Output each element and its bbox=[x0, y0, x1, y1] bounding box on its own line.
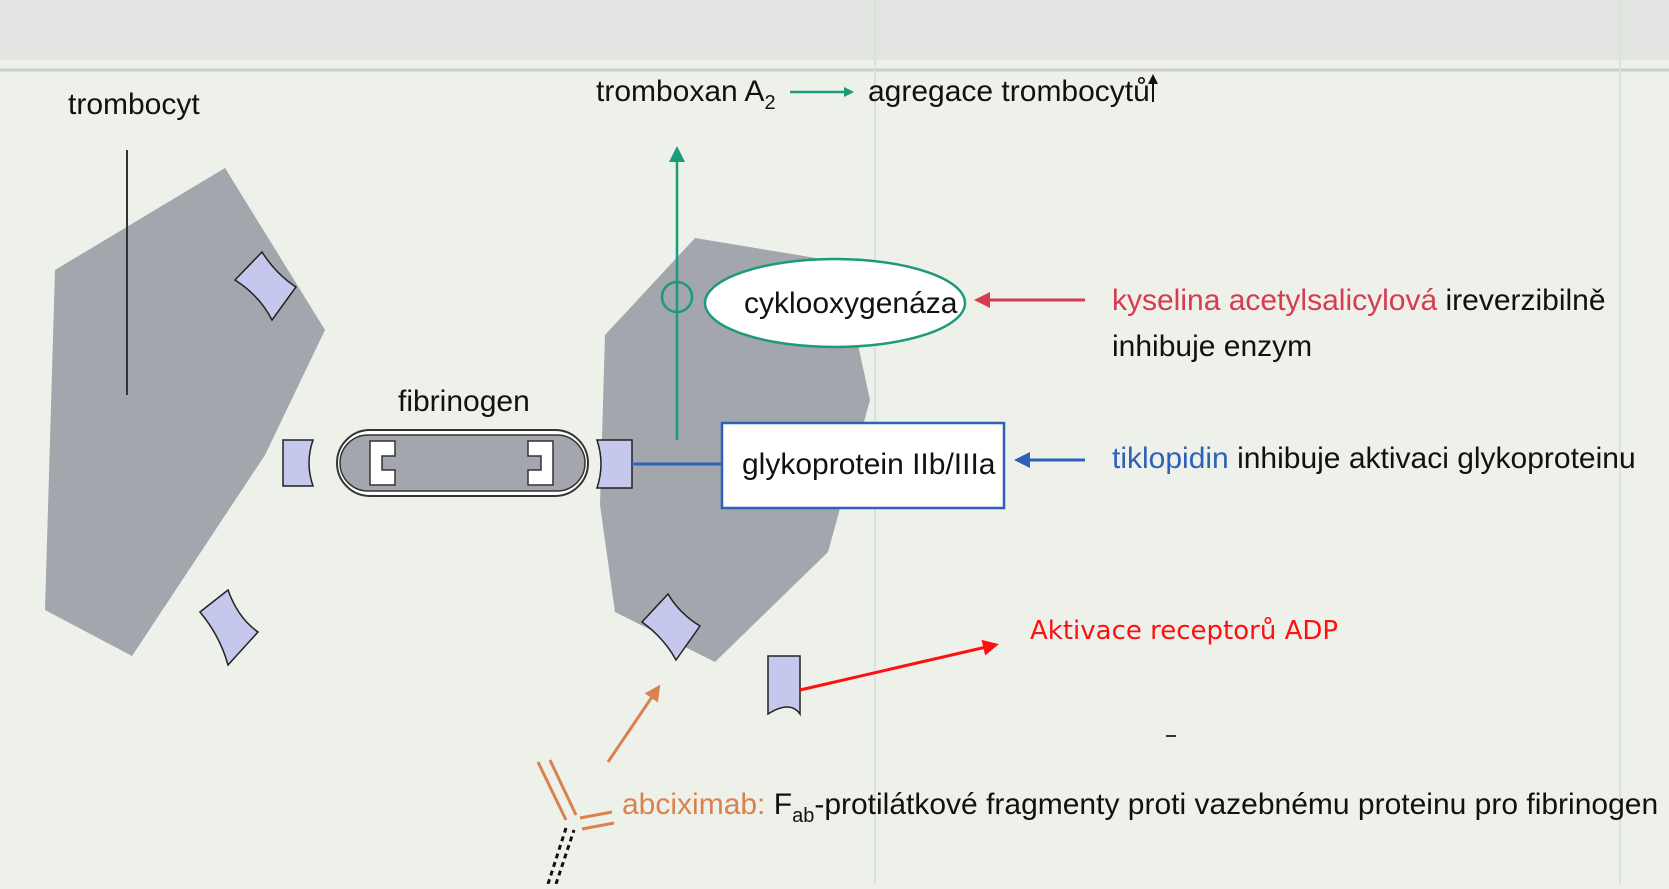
receptor-right-fibrinogen bbox=[597, 440, 632, 488]
abciximab-label: abciximab: Fab-protilátkové fragmenty pr… bbox=[622, 788, 1658, 825]
top-band bbox=[0, 0, 1669, 60]
glykoprotein-label: glykoprotein IIb/IIIa bbox=[742, 448, 995, 482]
tiklopidin-drug-name: tiklopidin bbox=[1112, 442, 1229, 475]
abciximab-description: -protilátkové fragmenty proti vazebnému … bbox=[814, 788, 1658, 821]
tromboxan-label: tromboxan A2 bbox=[596, 75, 776, 112]
asa-drug-name: kyselina acetylsalicylová bbox=[1112, 284, 1437, 317]
asa-label-line2: inhibuje enzym bbox=[1112, 330, 1312, 364]
asa-label-line1: kyselina acetylsalicylová ireverzibilně bbox=[1112, 284, 1606, 318]
receptor-adp bbox=[768, 656, 800, 714]
receptor-left-middle bbox=[283, 440, 313, 486]
asa-effect: ireverzibilně bbox=[1445, 284, 1605, 317]
cyklooxygenaza-label: cyklooxygenáza bbox=[744, 287, 957, 321]
abciximab-drug-name: abciximab: bbox=[622, 788, 765, 821]
tiklopidin-label: tiklopidin inhibuje aktivaci glykoprotei… bbox=[1112, 442, 1636, 476]
adp-annotation: Aktivace receptorů ADP bbox=[1030, 614, 1338, 648]
agregace-label: agregace trombocytů bbox=[868, 75, 1150, 109]
tromboxan-text: tromboxan A bbox=[596, 75, 764, 108]
tiklopidin-effect: inhibuje aktivaci glykoproteinu bbox=[1237, 442, 1636, 475]
fab-subscript: ab bbox=[792, 805, 814, 827]
fab-letter: F bbox=[774, 788, 792, 821]
trombocyt-label: trombocyt bbox=[68, 88, 200, 122]
tromboxan-subscript: 2 bbox=[764, 92, 775, 114]
fibrinogen-label: fibrinogen bbox=[398, 385, 530, 419]
